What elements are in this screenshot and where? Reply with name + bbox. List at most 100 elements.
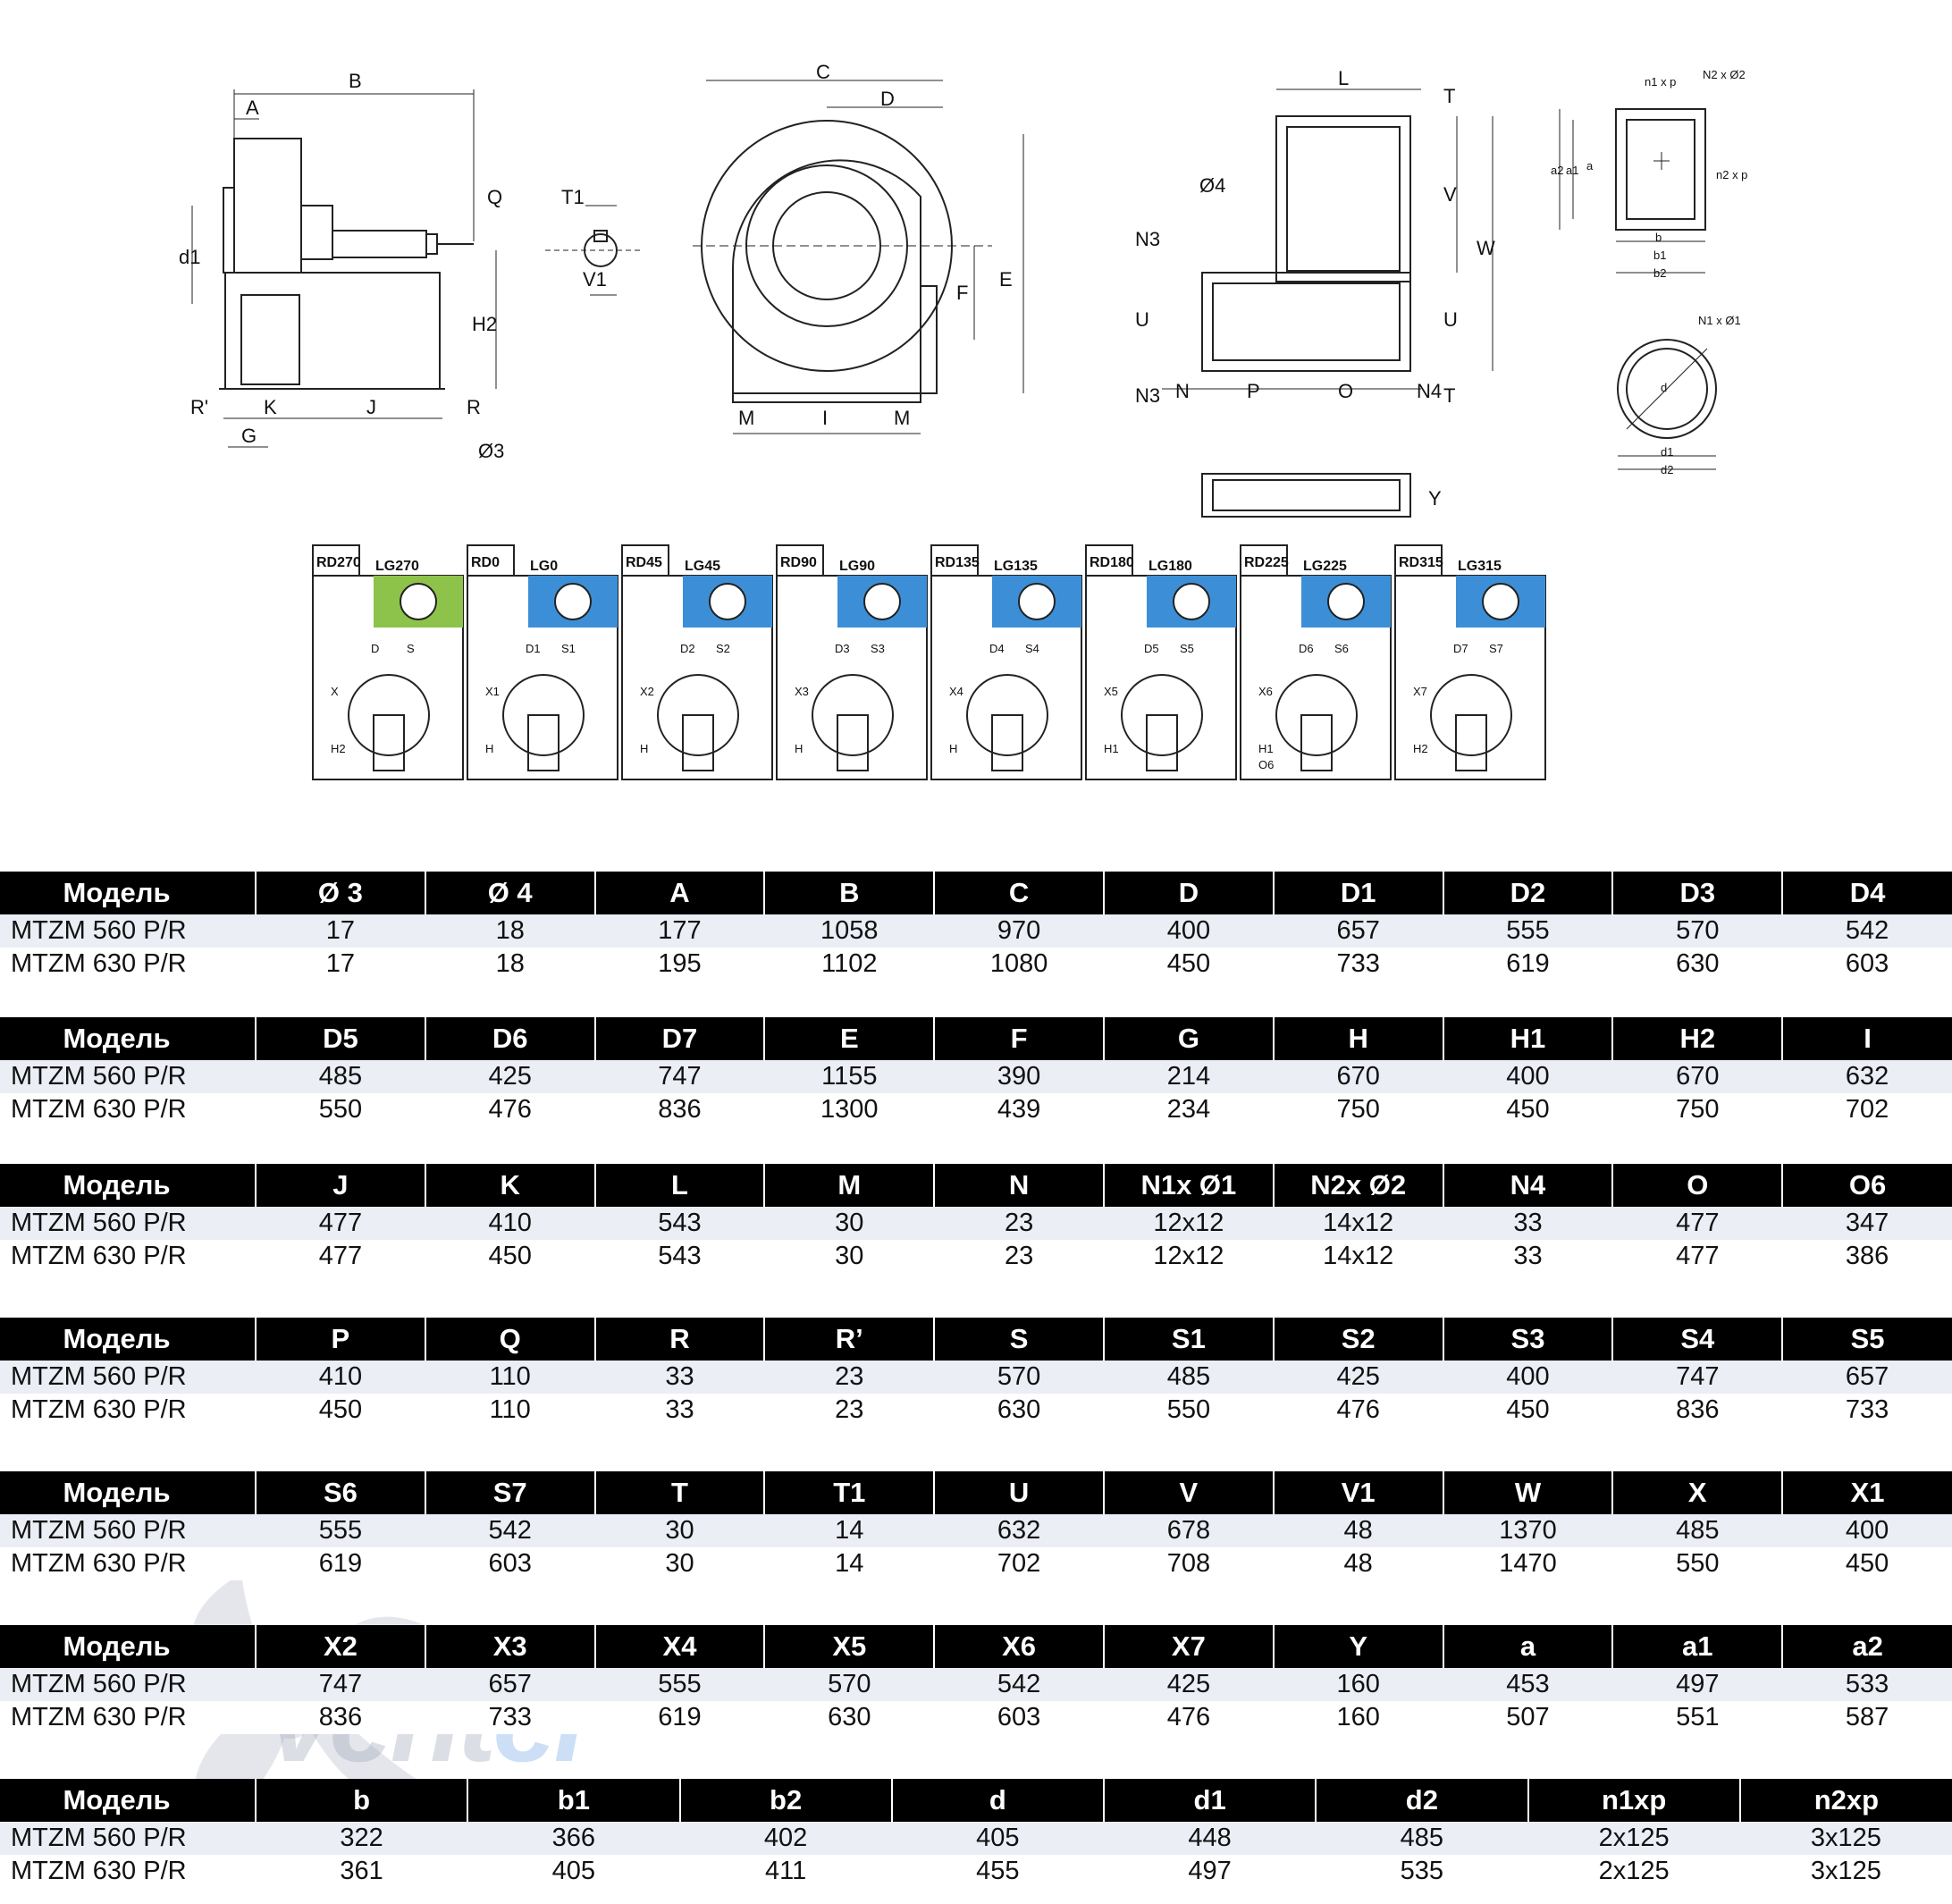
value-cell: 30	[764, 1240, 935, 1273]
fan-housing-sketch	[1275, 674, 1358, 756]
panel-dim-label: D2	[680, 642, 695, 655]
value-cell: 450	[1103, 948, 1274, 981]
value-cell: 1080	[934, 948, 1104, 981]
dim-label: R	[467, 396, 481, 418]
value-cell: 14x12	[1273, 1240, 1443, 1273]
column-header: D4	[1782, 872, 1952, 914]
value-cell: 2x125	[1527, 1855, 1740, 1888]
column-header: D5	[256, 1017, 426, 1060]
column-header: X	[1612, 1471, 1784, 1514]
column-header: B	[764, 872, 936, 914]
rd-label: RD90	[780, 555, 817, 570]
panel-dim-label: X6	[1258, 685, 1273, 698]
column-header: D	[1103, 872, 1275, 914]
panel-dim-label: D5	[1144, 642, 1159, 655]
value-cell: 485	[1103, 1361, 1274, 1394]
outlet-detail-labels: n1 x p N2 x Ø2 a2 a1 a n2 x p b b1 b2	[1551, 68, 1747, 280]
value-cell: 48	[1273, 1547, 1443, 1580]
value-cell: 485	[1316, 1822, 1528, 1855]
fan-base-sketch	[682, 714, 714, 771]
technical-drawings: B A Q d1 H2 R' K J R G Ø3 T1 V1 C D	[179, 61, 1747, 780]
column-header: C	[934, 872, 1105, 914]
panel-dim-label: H	[485, 742, 493, 755]
value-cell: 619	[256, 1547, 425, 1580]
value-cell: 570	[764, 1668, 935, 1701]
panel-dim-label: X4	[949, 685, 963, 698]
value-cell: 550	[256, 1093, 425, 1126]
value-cell: 657	[425, 1668, 595, 1701]
column-header: N	[934, 1164, 1105, 1207]
value-cell: 476	[1103, 1701, 1274, 1734]
value-cell: 747	[1612, 1361, 1783, 1394]
panel-dim-label: H	[795, 742, 803, 755]
column-header: A	[594, 872, 766, 914]
column-header: W	[1443, 1471, 1614, 1514]
column-header: V1	[1273, 1471, 1444, 1514]
model-header: Модель	[0, 1779, 257, 1822]
column-header: N2x Ø2	[1273, 1164, 1444, 1207]
value-cell: 33	[594, 1361, 765, 1394]
column-header: M	[764, 1164, 936, 1207]
fan-housing-sketch	[502, 674, 585, 756]
column-header: n2xp	[1739, 1779, 1952, 1822]
panel-tab	[467, 544, 515, 577]
dim-label: N1 x Ø1	[1698, 314, 1741, 327]
value-cell: 18	[425, 914, 595, 948]
value-cell: 234	[1103, 1093, 1274, 1126]
value-cell: 485	[1612, 1514, 1783, 1547]
model-header: Модель	[0, 872, 257, 914]
value-cell: 425	[425, 1060, 595, 1093]
column-header: P	[256, 1318, 426, 1361]
panel-tab	[621, 544, 669, 577]
panel-tab	[1085, 544, 1133, 577]
value-cell: 48	[1273, 1514, 1443, 1547]
dim-label: d	[1661, 381, 1667, 394]
value-cell: 657	[1273, 914, 1443, 948]
fan-housing-sketch	[1121, 674, 1203, 756]
column-header: N4	[1443, 1164, 1614, 1207]
rd-label: RD315	[1399, 555, 1443, 570]
dim-label: G	[241, 425, 257, 447]
fan-base-sketch	[1146, 714, 1178, 771]
dim-label: H2	[472, 313, 497, 335]
model-name-cell: MTZM 630 P/R	[0, 1394, 256, 1427]
dim-label: U	[1443, 308, 1458, 331]
column-header: a2	[1782, 1625, 1952, 1668]
value-cell: 386	[1782, 1240, 1952, 1273]
dim-label: J	[366, 396, 376, 418]
value-cell: 747	[256, 1668, 425, 1701]
dim-label: V1	[583, 268, 607, 291]
value-cell: 214	[1103, 1060, 1274, 1093]
dim-label: U	[1135, 308, 1149, 331]
value-cell: 619	[1443, 948, 1613, 981]
value-cell: 555	[1443, 914, 1613, 948]
panel-dim-label: X1	[485, 685, 500, 698]
panel-dim-label: S3	[871, 642, 885, 655]
lg-label: LG180	[1148, 559, 1192, 574]
value-cell: 400	[1103, 914, 1274, 948]
column-header: S	[934, 1318, 1105, 1361]
column-header: V	[1103, 1471, 1275, 1514]
dim-label: T	[1443, 384, 1455, 407]
fan-base-sketch	[373, 714, 405, 771]
value-cell: 970	[934, 914, 1104, 948]
value-cell: 836	[594, 1093, 765, 1126]
dim-label: Ø4	[1199, 174, 1225, 197]
front-view-labels: C D F E M I M	[738, 61, 1013, 429]
column-header: F	[934, 1017, 1105, 1060]
column-header: D2	[1443, 872, 1614, 914]
column-header: I	[1782, 1017, 1952, 1060]
column-header: S4	[1612, 1318, 1784, 1361]
dim-label: T1	[561, 186, 585, 208]
value-cell: 439	[934, 1093, 1104, 1126]
column-header: R	[594, 1318, 766, 1361]
model-header: Модель	[0, 1471, 257, 1514]
